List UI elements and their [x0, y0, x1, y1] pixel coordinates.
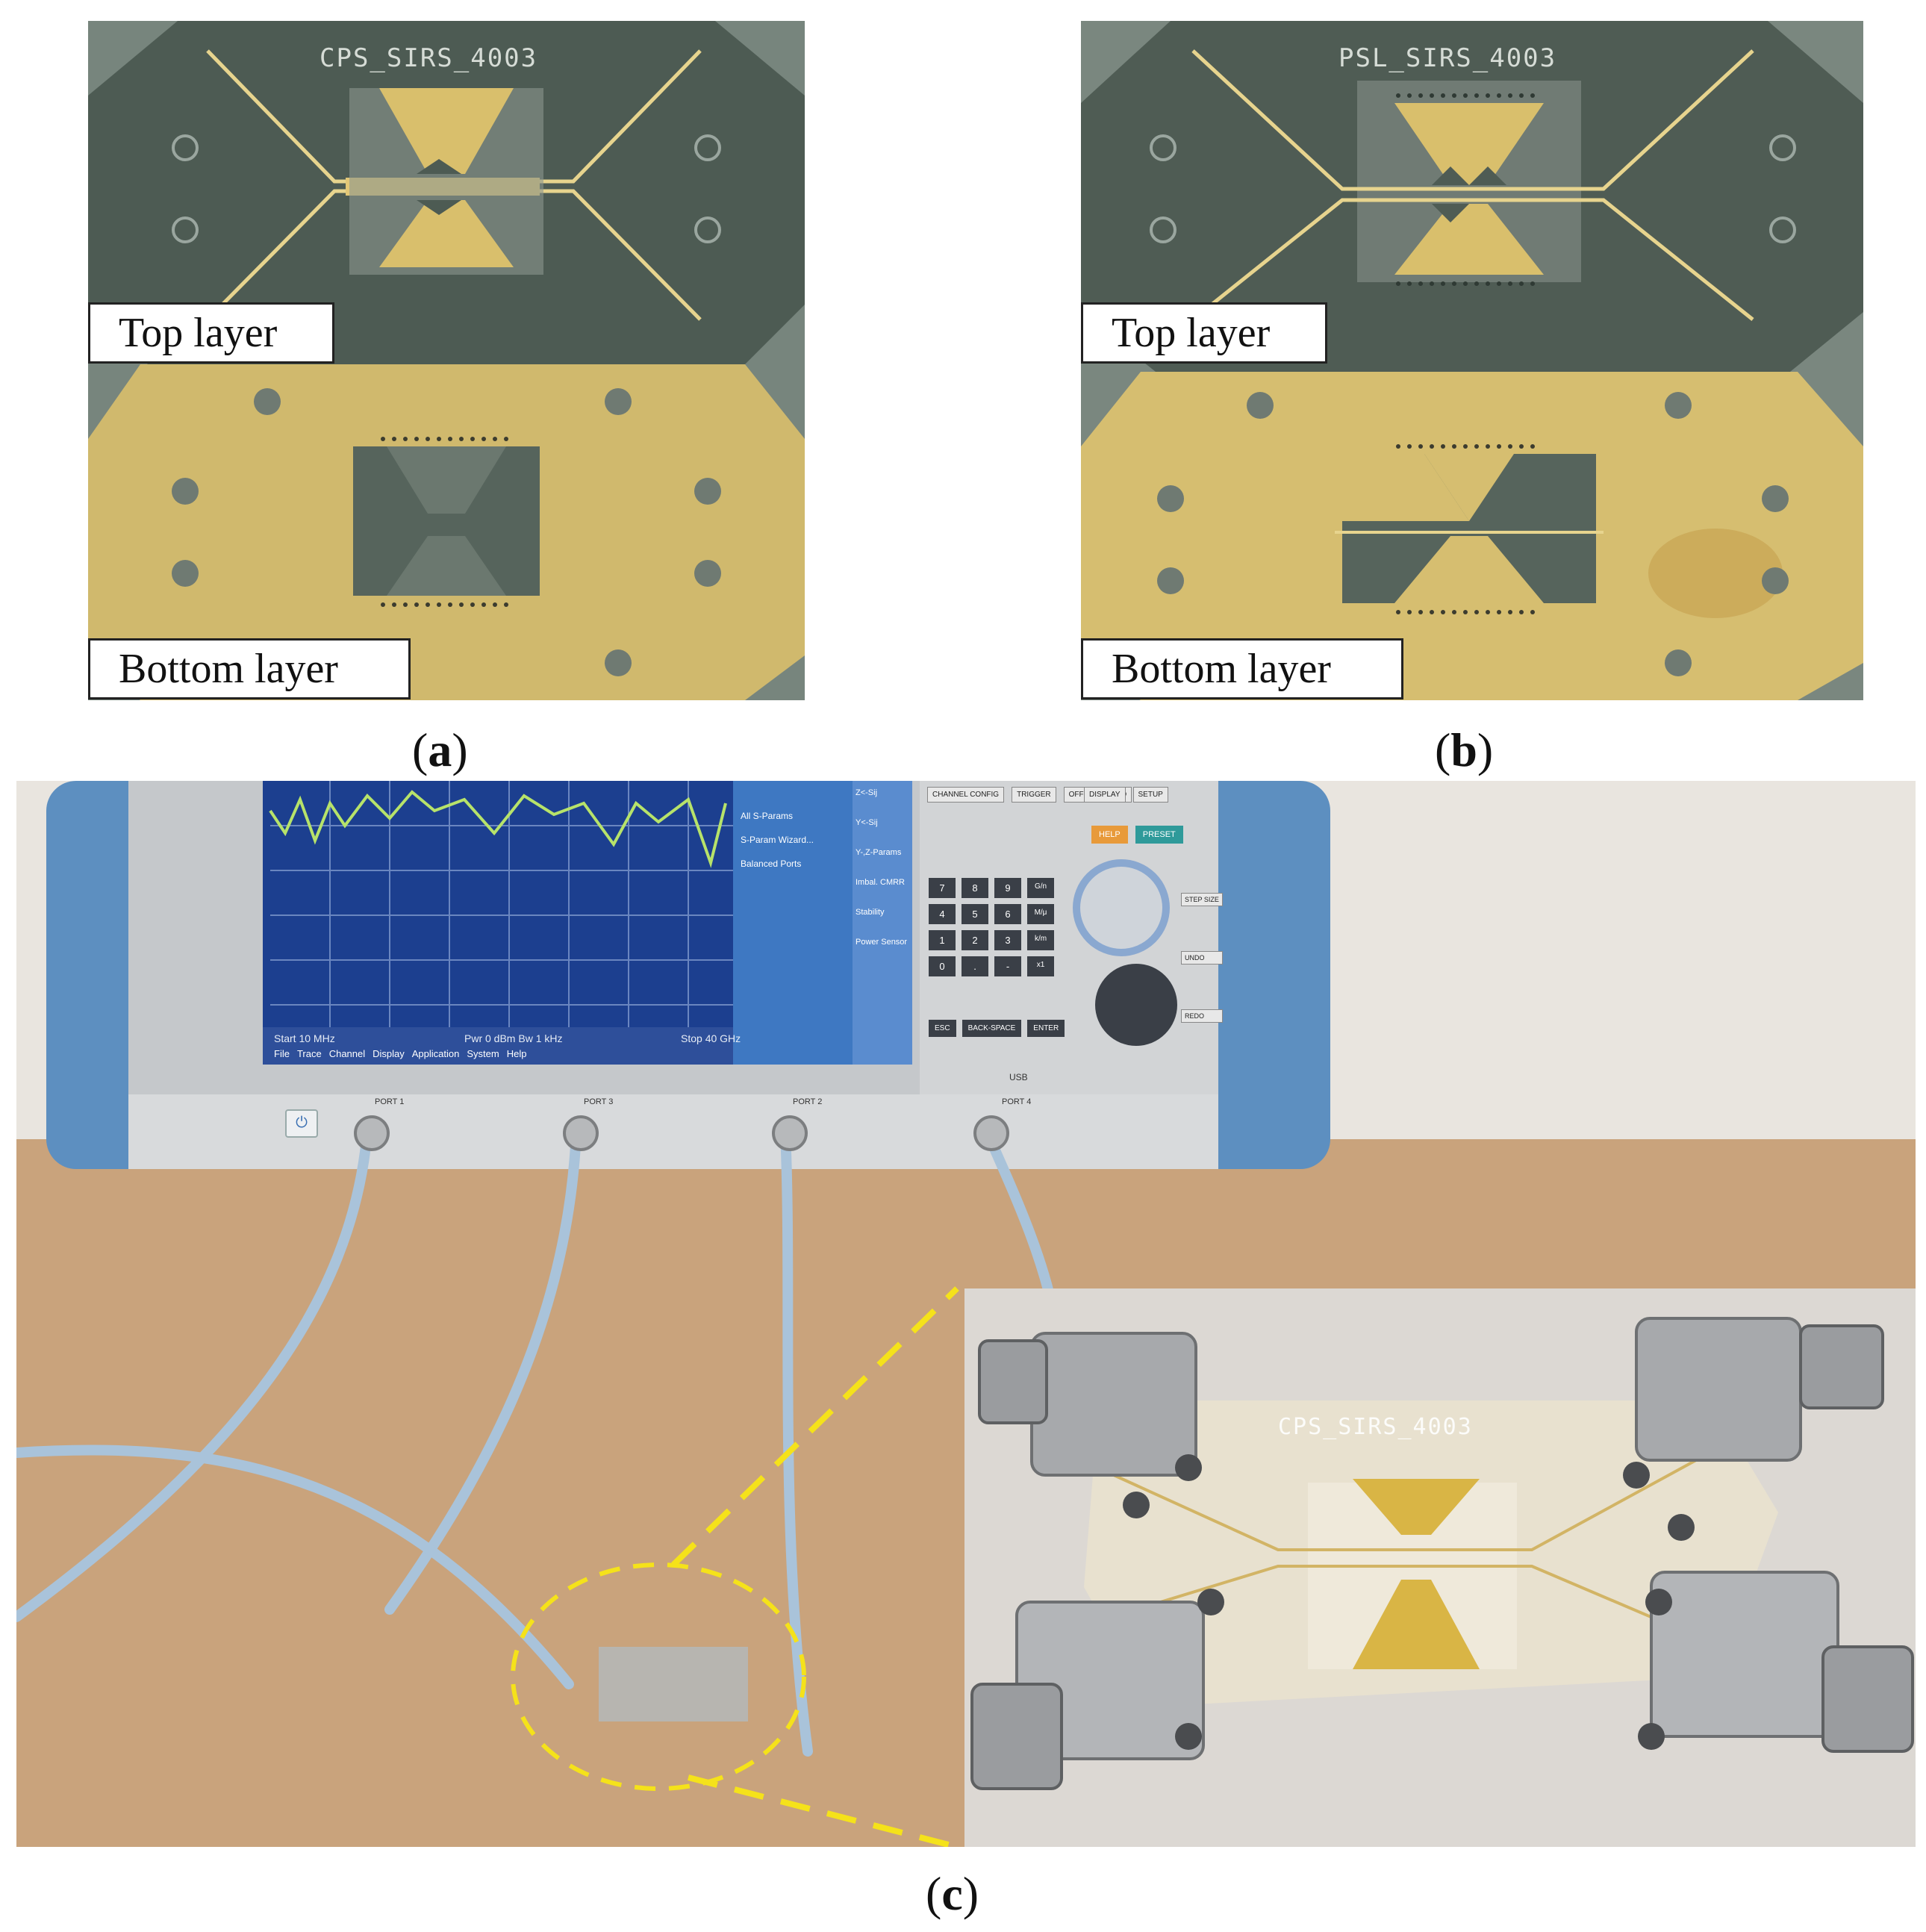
softkey-yz-params[interactable]: Y-,Z-Params: [856, 848, 902, 857]
vna-hardkeys-right: DISPLAY SETUP: [1084, 787, 1168, 803]
key-redo[interactable]: REDO: [1181, 1009, 1223, 1023]
vna-status-start: Start 10 MHz: [274, 1032, 335, 1044]
port-1-connector[interactable]: [354, 1115, 390, 1151]
panel-a-caption-letter: a: [428, 723, 452, 776]
softkey-all-sparams[interactable]: All S-Params: [741, 811, 794, 821]
port-2-label: PORT 2: [793, 1097, 823, 1106]
panel-a-photo: CPS_SIRS_4003: [88, 21, 805, 700]
softkey-stability[interactable]: Stability: [856, 908, 885, 917]
vna-menu-help[interactable]: Help: [506, 1048, 527, 1059]
panel-c-caption: (c): [926, 1867, 979, 1920]
key-m-mu[interactable]: M/μ: [1027, 904, 1054, 924]
key-7[interactable]: 7: [929, 878, 956, 898]
vna-menu-trace[interactable]: Trace: [296, 1048, 322, 1059]
softkey-z-sij[interactable]: Z<-Sij: [856, 788, 878, 797]
key-preset[interactable]: PRESET: [1135, 826, 1183, 844]
key-undo[interactable]: UNDO: [1181, 951, 1223, 965]
power-icon: ⏻: [296, 1115, 308, 1131]
key-trigger[interactable]: TRIGGER: [1012, 787, 1056, 803]
key-9[interactable]: 9: [994, 878, 1021, 898]
key-6[interactable]: 6: [994, 904, 1021, 924]
vna-side-softkeys: Z<-Sij Y<-Sij Y-,Z-Params Imbal. CMRR St…: [856, 788, 911, 947]
panel-a-board-label: CPS_SIRS_4003: [320, 43, 538, 73]
panel-c-photo: Start 10 MHz Pwr 0 dBm Bw 1 kHz Stop 40 …: [16, 781, 1916, 1847]
panel-c-caption-letter: c: [941, 1867, 963, 1920]
panel-c-zoom-line-top: [671, 1286, 959, 1567]
key-2[interactable]: 2: [962, 930, 988, 950]
panel-c-inset-photo: CPS_SIRS_4003: [964, 1288, 1916, 1847]
softkey-imbal-cmrr[interactable]: Imbal. CMRR: [856, 878, 906, 887]
vna-trace: [269, 790, 727, 868]
key-5[interactable]: 5: [962, 904, 988, 924]
panel-b-top-layer-label: Top layer: [1081, 302, 1327, 364]
vna-menu-channel[interactable]: Channel: [328, 1048, 366, 1059]
panel-b-bottom-layer-label: Bottom layer: [1081, 638, 1403, 699]
softkey-power-sensor[interactable]: Power Sensor: [856, 938, 908, 947]
panel-b-boards: [1081, 21, 1863, 700]
vna-menu-application[interactable]: Application: [411, 1048, 460, 1059]
vna-softkeys: All S-Params S-Param Wizard... Balanced …: [741, 811, 845, 869]
key-k-m[interactable]: k/m: [1027, 930, 1054, 950]
key-step-size[interactable]: STEP SIZE: [1181, 893, 1223, 906]
key-channel-config[interactable]: CHANNEL CONFIG: [927, 787, 1005, 803]
softkey-y-sij[interactable]: Y<-Sij: [856, 818, 878, 827]
key-0[interactable]: 0: [929, 956, 956, 976]
port-3-label: PORT 3: [584, 1097, 614, 1106]
vna-menu-bar: File Trace Channel Display Application S…: [274, 1048, 526, 1059]
vna-menu-system[interactable]: System: [467, 1048, 499, 1059]
port-2-connector[interactable]: [772, 1115, 808, 1151]
panel-b-board-label: PSL_SIRS_4003: [1338, 43, 1557, 73]
key-8[interactable]: 8: [962, 878, 988, 898]
panel-a-top-layer-label: Top layer: [88, 302, 334, 364]
key-1[interactable]: 1: [929, 930, 956, 950]
panel-a-bottom-layer-label: Bottom layer: [88, 638, 411, 699]
inset-clamp-top-left: [1030, 1332, 1197, 1477]
inset-clamp-bottom-right: [1650, 1571, 1839, 1738]
panel-a-boards: [88, 21, 805, 700]
inset-fixture: [964, 1288, 1916, 1847]
power-button[interactable]: ⏻: [285, 1109, 318, 1138]
key-help[interactable]: HELP: [1091, 826, 1128, 844]
port-4-label: PORT 4: [1002, 1097, 1032, 1106]
key-x1[interactable]: x1: [1027, 956, 1054, 976]
key-backspace[interactable]: BACK-SPACE: [962, 1020, 1022, 1037]
inset-clamp-top-right: [1635, 1317, 1802, 1462]
key-setup[interactable]: SETUP: [1132, 787, 1168, 803]
key-display[interactable]: DISPLAY: [1084, 787, 1126, 803]
key-4[interactable]: 4: [929, 904, 956, 924]
key-minus[interactable]: -: [994, 956, 1021, 976]
softkey-balanced-ports[interactable]: Balanced Ports: [741, 859, 802, 869]
vna-bottom-keys: ESC BACK-SPACE ENTER: [929, 1020, 1065, 1037]
key-esc[interactable]: ESC: [929, 1020, 956, 1037]
panel-c-zoom-ellipse: [511, 1562, 806, 1791]
vna-usb-label: USB: [1009, 1072, 1028, 1082]
vna-screen: [263, 781, 808, 1065]
vna-step-undo-redo: STEP SIZE UNDO REDO: [1181, 893, 1223, 1023]
vna-status-power: Pwr 0 dBm Bw 1 kHz: [464, 1032, 563, 1044]
vna-status-stop: Stop 40 GHz: [681, 1032, 741, 1044]
key-3[interactable]: 3: [994, 930, 1021, 950]
vna-help-preset: HELP PRESET: [1091, 826, 1183, 844]
inset-board-label: CPS_SIRS_4003: [1278, 1414, 1473, 1440]
vna-menu-display[interactable]: Display: [373, 1048, 405, 1059]
panel-b-caption: (b): [1435, 723, 1494, 776]
panel-b-caption-letter: b: [1450, 723, 1477, 776]
softkey-sparam-wizard[interactable]: S-Param Wizard...: [741, 835, 814, 845]
key-enter[interactable]: ENTER: [1027, 1020, 1065, 1037]
port-3-connector[interactable]: [563, 1115, 599, 1151]
key-g-n[interactable]: G/n: [1027, 878, 1054, 898]
vna-keypad: 7 8 9 G/n 4 5 6 M/μ 1 2 3 k/m 0 . - x1: [929, 878, 1056, 976]
inset-clamp-bottom-left: [1015, 1601, 1205, 1760]
vna-menu-file[interactable]: File: [274, 1048, 290, 1059]
panel-b-photo: PSL_SIRS_4003: [1081, 21, 1863, 700]
vna-rotary-knob: [1073, 859, 1170, 956]
panel-a-caption: (a): [412, 723, 468, 776]
key-dot[interactable]: .: [962, 956, 988, 976]
port-1-label: PORT 1: [375, 1097, 405, 1106]
port-4-connector[interactable]: [973, 1115, 1009, 1151]
